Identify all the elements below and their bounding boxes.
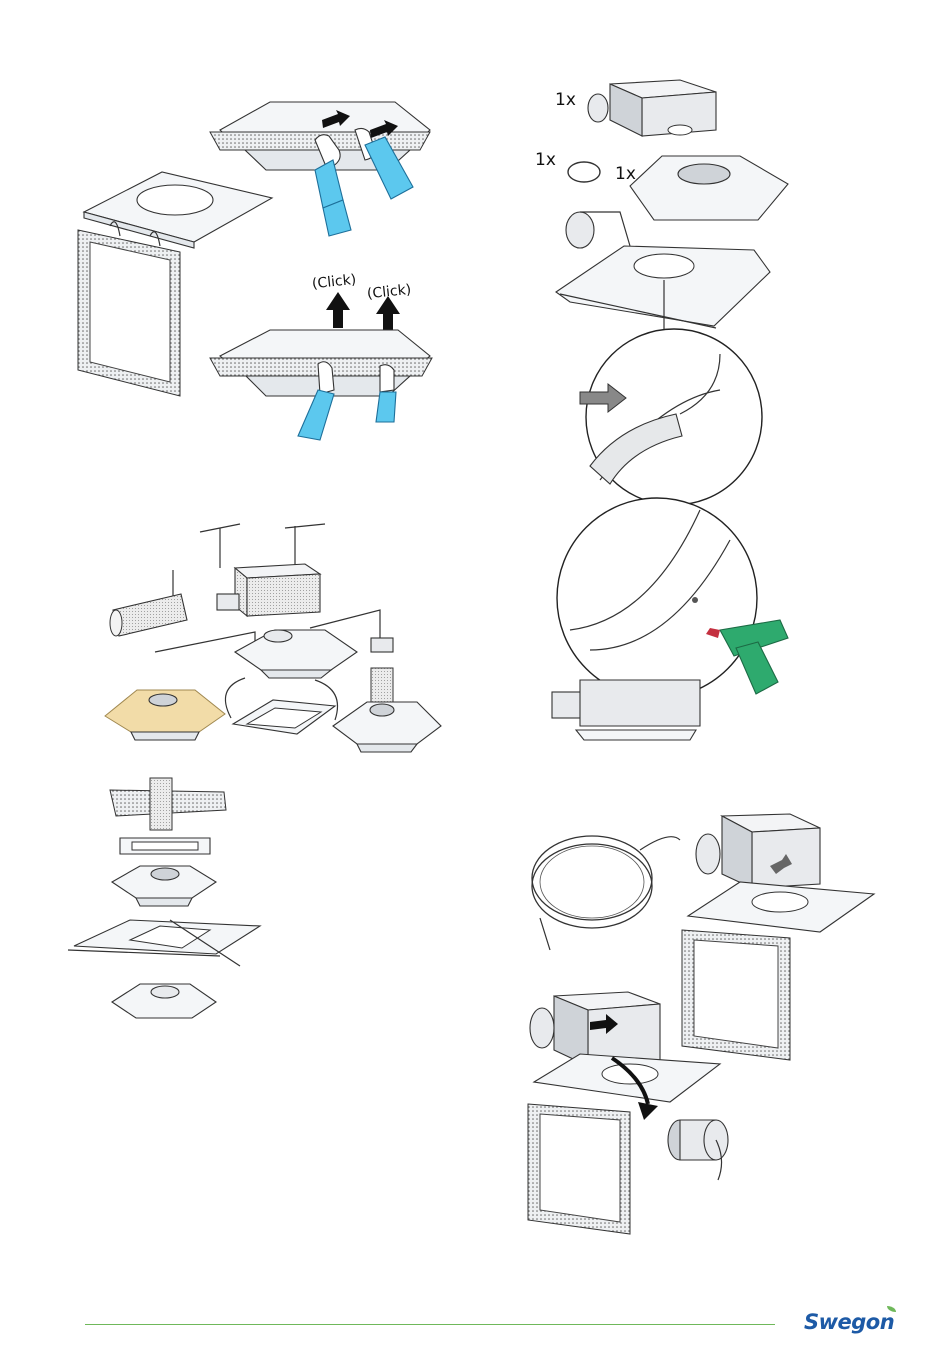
footer-divider bbox=[85, 1324, 775, 1325]
assembled-unit-illustration bbox=[556, 212, 770, 336]
seal-ring-item-illustration bbox=[568, 162, 600, 182]
suspended-ceiling-illustration bbox=[68, 920, 260, 966]
qty-label-ring: 1x bbox=[535, 150, 556, 170]
diffuser-item-illustration bbox=[630, 156, 788, 220]
plenum-box-item-illustration bbox=[588, 80, 716, 136]
installed-unit-illustration bbox=[552, 680, 700, 740]
diffuser-lower-illustration bbox=[112, 984, 216, 1018]
qty-label-box: 1x bbox=[555, 90, 576, 110]
up-arrow-right bbox=[376, 296, 400, 332]
duct-illustration bbox=[110, 594, 187, 636]
diffuser-right-illustration bbox=[333, 702, 441, 752]
seal-ring-large-illustration bbox=[532, 836, 680, 950]
figure-duct-connection bbox=[520, 810, 890, 1240]
diffuser-upper-illustration bbox=[112, 866, 216, 906]
up-arrow-left bbox=[326, 292, 350, 328]
figure-ceiling-mounting bbox=[60, 770, 280, 1030]
figure-seal-detail bbox=[540, 330, 800, 750]
sleeve-frame-illustration bbox=[120, 838, 210, 854]
figure-included-items bbox=[530, 70, 820, 340]
figure-installation-exploded bbox=[95, 520, 455, 760]
face-plate-illustration bbox=[84, 172, 272, 248]
swegon-logo: Swegon bbox=[804, 1310, 894, 1334]
plenum-with-damper-illustration bbox=[696, 814, 820, 888]
detail-circle-drill bbox=[557, 498, 757, 698]
perforated-panel-illustration bbox=[78, 222, 180, 396]
diffuser-frame-right-illustration bbox=[682, 882, 874, 1060]
connection-rings-illustration bbox=[371, 638, 393, 702]
diffuser-bottom-illustration bbox=[210, 330, 432, 440]
concrete-slab-illustration bbox=[110, 778, 226, 830]
figure-panel-removal bbox=[70, 90, 450, 450]
diffuser-center-illustration bbox=[235, 630, 357, 678]
qty-label-panel: 1x bbox=[615, 164, 636, 184]
frame-illustration bbox=[233, 700, 335, 734]
diffuser-insulated-illustration bbox=[105, 690, 225, 740]
detail-circle-seal bbox=[580, 329, 762, 505]
plenum-box-illustration bbox=[217, 564, 320, 616]
damper-cylinder-illustration bbox=[668, 1120, 728, 1180]
